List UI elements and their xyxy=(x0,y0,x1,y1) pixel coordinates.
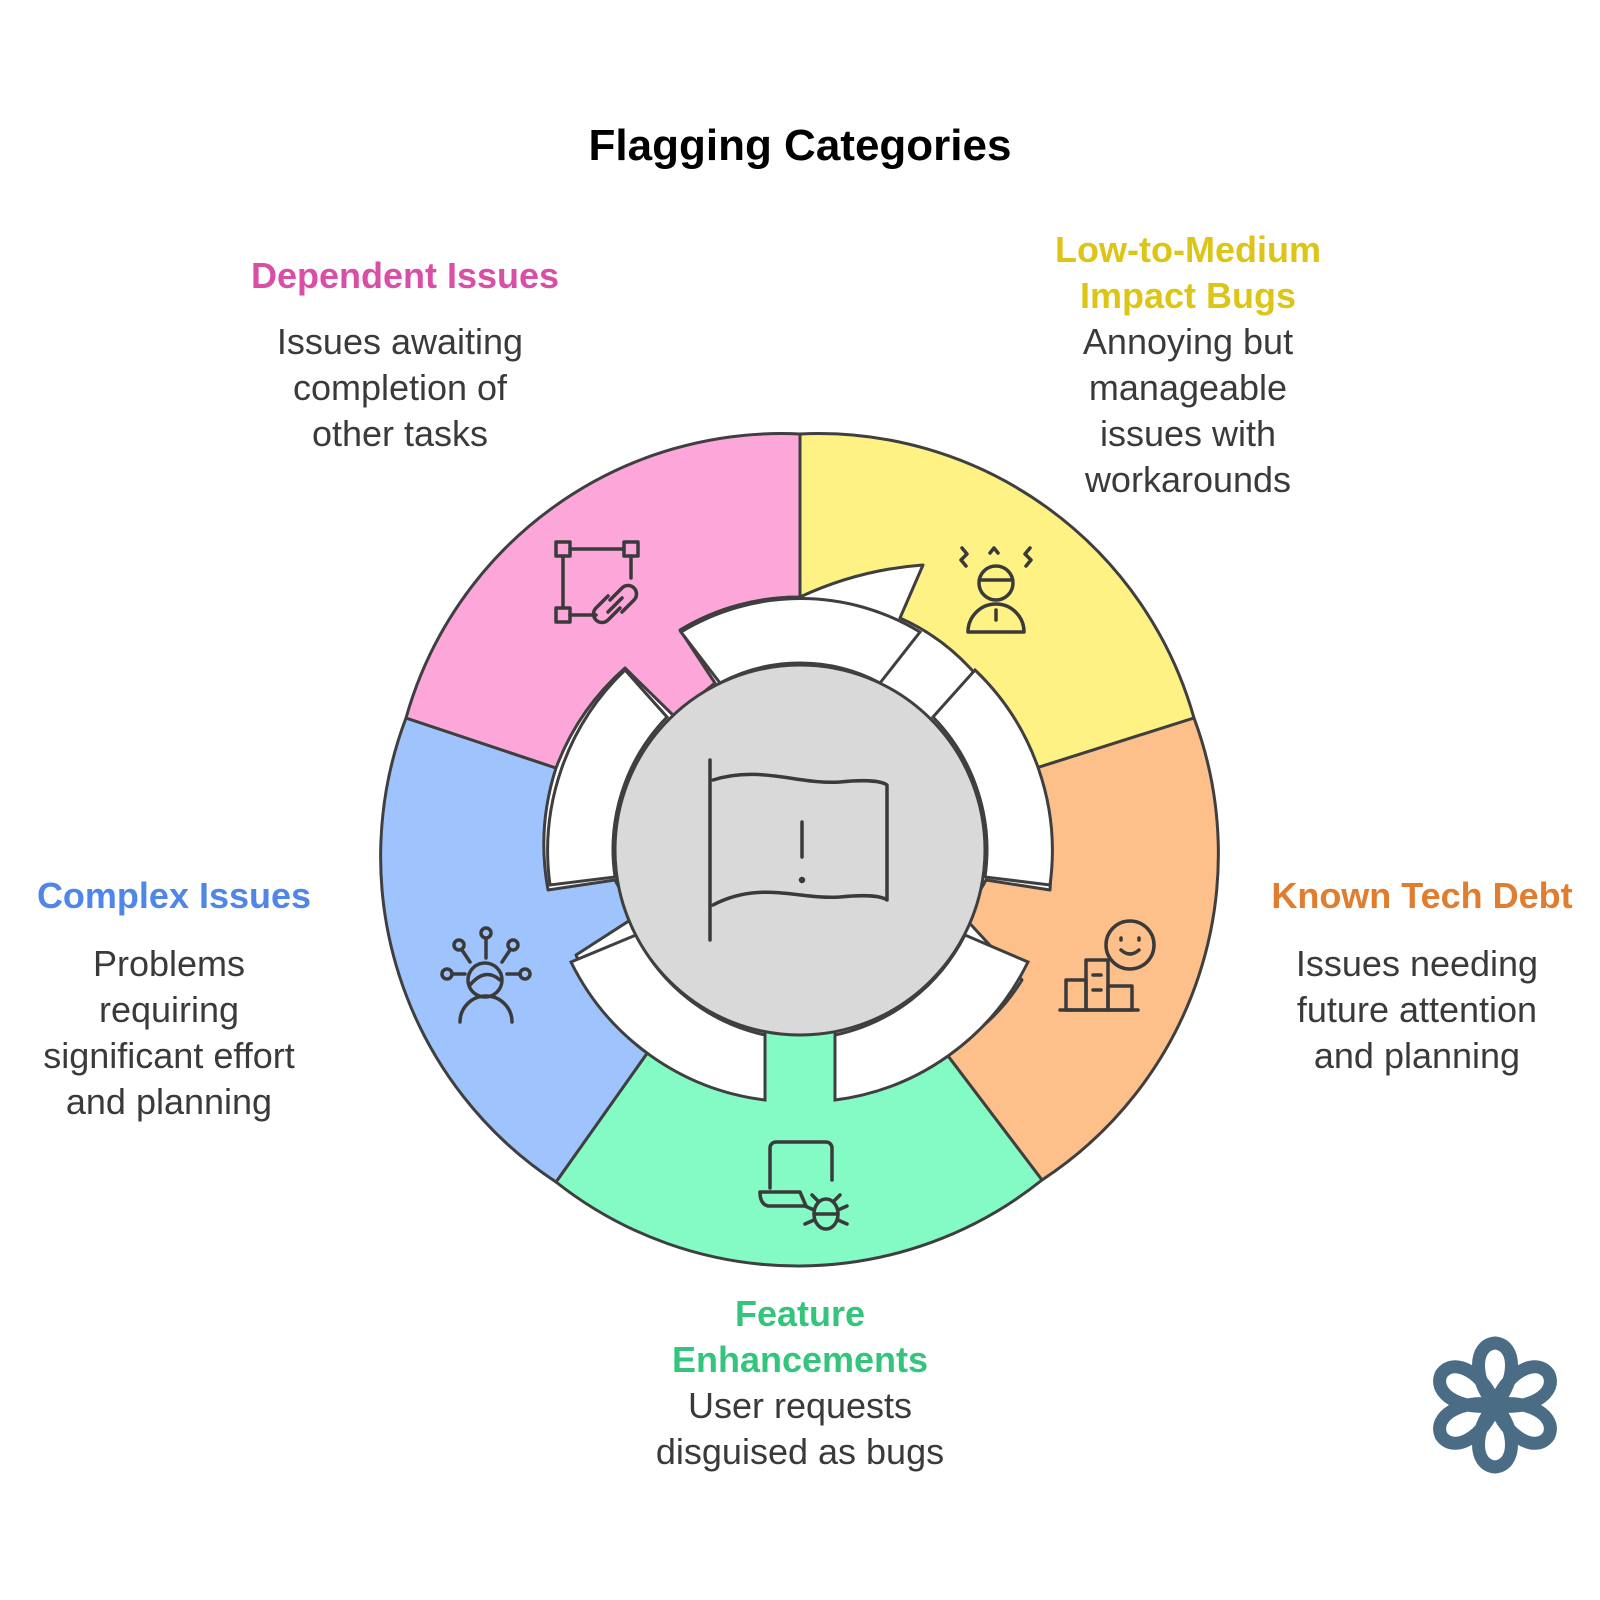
category-desc: issues with xyxy=(1100,413,1276,454)
category-title: Feature xyxy=(735,1293,865,1334)
category-desc: Issues awaiting xyxy=(277,321,523,362)
category-desc: and planning xyxy=(66,1081,272,1122)
diagram-title: Flagging Categories xyxy=(589,121,1012,170)
category-desc: Annoying but xyxy=(1083,321,1293,362)
category-ring xyxy=(379,432,1220,1268)
category-desc: other tasks xyxy=(312,413,488,454)
category-desc: Problems xyxy=(93,943,245,984)
frustrated-person-icon xyxy=(959,546,1033,634)
category-title: Known Tech Debt xyxy=(1271,875,1572,916)
label-tech-debt: Known Tech Debt Issues needing future at… xyxy=(1271,875,1572,1076)
laptop-bug-icon xyxy=(758,1140,849,1231)
smiling-buildings-icon xyxy=(1058,919,1156,1012)
category-desc: significant effort xyxy=(43,1035,294,1076)
inner-gap-band xyxy=(546,597,1054,1102)
category-desc: manageable xyxy=(1089,367,1287,408)
linked-square-icon xyxy=(554,540,640,625)
category-desc: disguised as bugs xyxy=(656,1431,944,1472)
label-dependent: Dependent Issues Issues awaiting complet… xyxy=(251,255,559,454)
flag-exclamation-icon xyxy=(708,758,889,942)
category-desc: User requests xyxy=(688,1385,912,1426)
center-circle xyxy=(613,663,987,1037)
thinking-person-icon xyxy=(440,926,532,1024)
category-title: Complex Issues xyxy=(37,875,311,916)
category-desc: completion of xyxy=(293,367,508,408)
category-desc: future attention xyxy=(1297,989,1537,1030)
category-title: Dependent Issues xyxy=(251,255,559,296)
category-title: Low-to-Medium xyxy=(1055,229,1321,270)
category-desc: Issues needing xyxy=(1296,943,1538,984)
category-title: Enhancements xyxy=(672,1339,928,1380)
category-desc: requiring xyxy=(99,989,239,1030)
label-feature: Feature Enhancements User requests disgu… xyxy=(656,1293,944,1472)
label-low-medium: Low-to-Medium Impact Bugs Annoying but m… xyxy=(1055,229,1321,500)
category-title: Impact Bugs xyxy=(1080,275,1296,316)
category-desc: and planning xyxy=(1314,1035,1520,1076)
category-desc: workarounds xyxy=(1084,459,1291,500)
flower-logo-icon xyxy=(1433,1336,1557,1474)
label-complex: Complex Issues Problems requiring signif… xyxy=(37,875,311,1122)
